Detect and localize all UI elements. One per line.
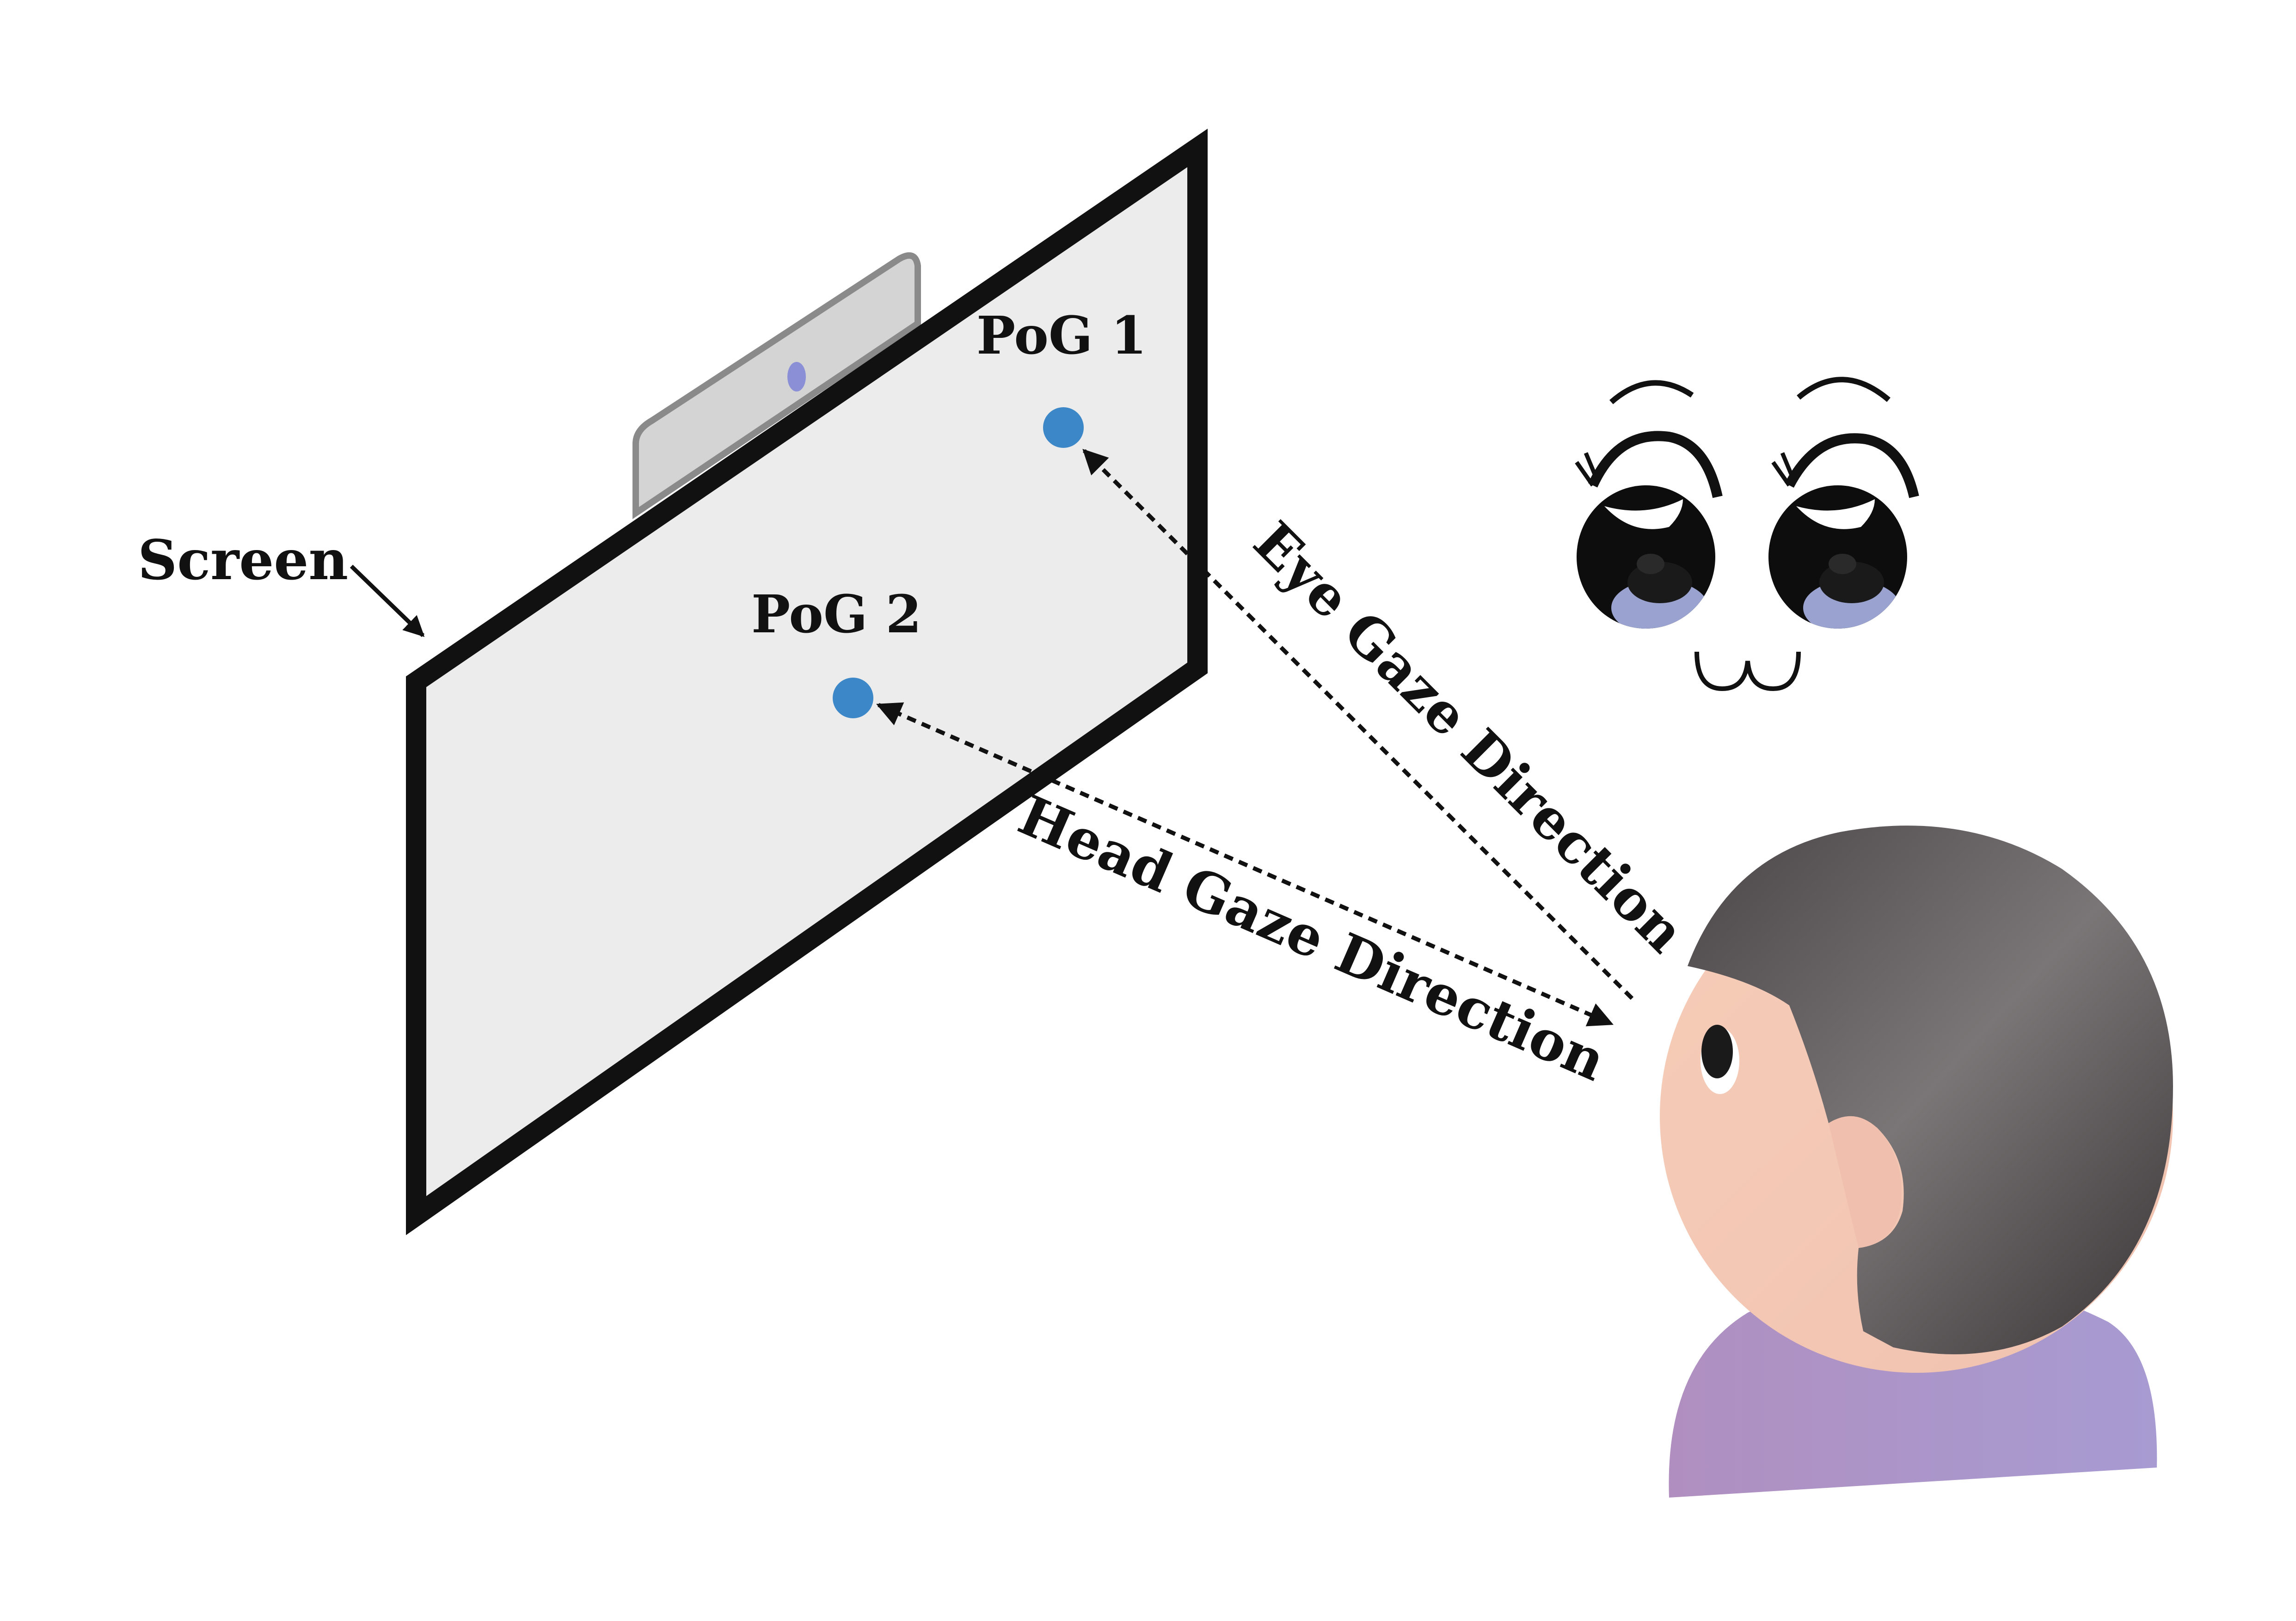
pog-2-label: PoG 2 bbox=[751, 584, 921, 645]
screen-pointer-arrow bbox=[350, 564, 425, 637]
pog-2-dot bbox=[833, 678, 873, 718]
left-eyelid bbox=[1588, 431, 1723, 498]
person bbox=[1660, 826, 2173, 1498]
mouth bbox=[1694, 651, 1801, 691]
hair bbox=[1688, 826, 2173, 1354]
pog-1-dot bbox=[1043, 407, 1084, 448]
screen bbox=[406, 128, 1208, 1236]
head-gaze-arrow bbox=[876, 702, 1614, 1027]
person-eye-pupil bbox=[1701, 1025, 1733, 1078]
right-eyelid bbox=[1785, 433, 1919, 498]
right-eyebrow bbox=[1797, 377, 1891, 402]
cartoon-face bbox=[1575, 377, 1919, 691]
left-eyebrow bbox=[1609, 380, 1694, 404]
camera bbox=[632, 252, 921, 520]
screen-label: Screen bbox=[138, 528, 348, 592]
camera-lens bbox=[787, 362, 806, 391]
pog-1-label: PoG 1 bbox=[976, 306, 1147, 366]
right-eye bbox=[1768, 485, 1907, 629]
ear bbox=[1829, 1116, 1902, 1248]
left-eye bbox=[1577, 485, 1715, 629]
